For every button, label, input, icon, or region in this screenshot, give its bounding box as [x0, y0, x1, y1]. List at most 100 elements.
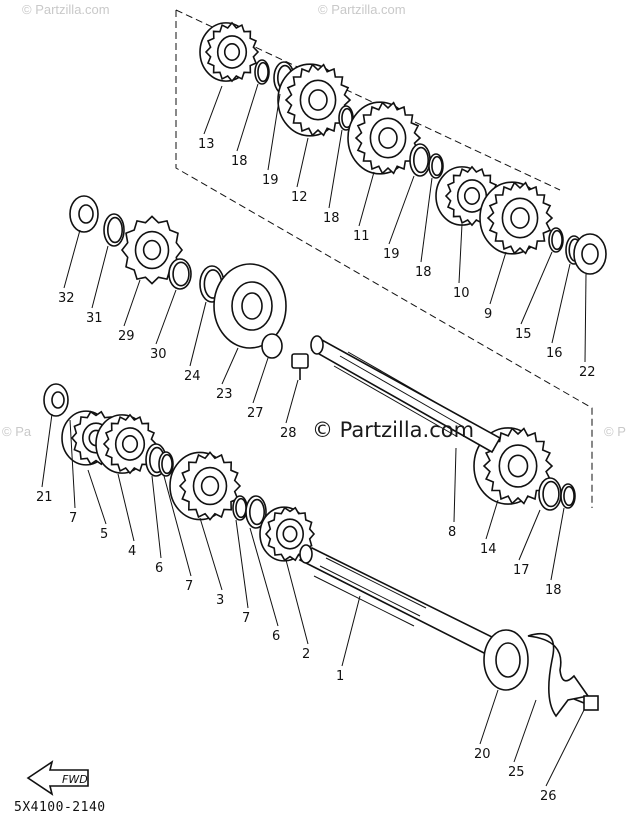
- watermark-side-left: © Pa: [2, 424, 32, 439]
- bearing-21: [43, 383, 69, 417]
- leader-8: [453, 447, 457, 523]
- leader-20: [479, 689, 499, 745]
- gear-12: [277, 63, 352, 137]
- circlip-7b: [158, 451, 174, 477]
- callout-13: 13: [198, 137, 215, 152]
- leader-18c: [420, 177, 433, 263]
- lock-washer-27: [261, 333, 283, 359]
- callout-18b: 18: [323, 211, 340, 226]
- callout-29: 29: [118, 329, 135, 344]
- bolt-28: [291, 353, 309, 380]
- bearing-23: [213, 263, 287, 349]
- leader-21: [41, 413, 53, 488]
- leader-4: [117, 473, 135, 542]
- callout-23: 23: [216, 387, 233, 402]
- callout-labels: 1318191218111918109151622323129302423272…: [36, 137, 596, 804]
- main-axle-gear-set: [61, 410, 316, 562]
- leader-31: [91, 245, 109, 309]
- bearing-retainer-plate-25: [527, 632, 590, 718]
- callout-18d: 18: [545, 583, 562, 598]
- leader-11: [358, 171, 375, 227]
- callout-6a: 6: [155, 561, 163, 576]
- fwd-label: FWD: [62, 773, 88, 786]
- callout-9: 9: [484, 307, 492, 322]
- callout-15: 15: [515, 327, 532, 342]
- circlip-18a: [254, 59, 270, 85]
- main-axle-shaft: [298, 544, 500, 658]
- callout-31: 31: [86, 311, 103, 326]
- washer-17: [538, 477, 562, 511]
- callout-11: 11: [353, 229, 370, 244]
- leader-23: [221, 347, 239, 385]
- leader-17: [518, 509, 541, 561]
- leader-10: [458, 223, 463, 284]
- circlip-18c: [428, 153, 444, 179]
- callout-20: 20: [474, 747, 491, 762]
- leader-18a: [236, 83, 259, 152]
- gear-3: [169, 451, 242, 521]
- leader-9: [489, 251, 507, 305]
- diagram-code: 5X4100-2140: [14, 800, 106, 815]
- collar-15: [548, 227, 564, 253]
- callout-27: 27: [247, 406, 264, 421]
- drive-axle-shaft: [310, 335, 502, 454]
- leader-28: [285, 379, 299, 424]
- callout-2: 2: [302, 647, 310, 662]
- leader-24: [189, 301, 207, 367]
- callout-7c: 7: [242, 611, 250, 626]
- callout-19a: 19: [262, 173, 279, 188]
- leader-12: [296, 137, 309, 188]
- leader-30: [155, 289, 177, 345]
- callout-5: 5: [100, 527, 108, 542]
- gear-11: [347, 101, 422, 175]
- leader-14: [485, 499, 499, 540]
- leader-19a: [267, 93, 281, 171]
- callout-1: 1: [336, 669, 344, 684]
- sprocket-29: [120, 215, 184, 285]
- leader-7c: [235, 519, 249, 609]
- bolt-26: [573, 695, 599, 711]
- callout-26: 26: [540, 789, 557, 804]
- leader-2: [285, 559, 309, 645]
- callout-4: 4: [128, 544, 136, 559]
- washer-6b: [245, 495, 267, 529]
- collar-30: [168, 258, 192, 290]
- leader-18b: [328, 129, 343, 209]
- watermark-top-right: © Partzilla.com: [318, 2, 406, 17]
- fwd-arrow-icon: FWD: [26, 760, 89, 796]
- bearing-22: [573, 233, 607, 275]
- leader-13: [203, 85, 223, 135]
- callout-22: 22: [579, 365, 596, 380]
- circlip-7c: [232, 495, 248, 521]
- leader-19b: [388, 175, 415, 245]
- callout-6b: 6: [272, 629, 280, 644]
- leader-26: [545, 709, 585, 787]
- callout-30: 30: [150, 347, 167, 362]
- leader-7a: [69, 419, 76, 509]
- watermark-center: © Partzilla.com: [312, 418, 475, 442]
- callout-14: 14: [480, 542, 497, 557]
- leader-7b: [163, 475, 192, 577]
- bearing-32: [69, 195, 99, 233]
- watermark-side-right: © P: [604, 424, 626, 439]
- callout-18a: 18: [231, 154, 248, 169]
- callout-12: 12: [291, 190, 308, 205]
- callout-10: 10: [453, 286, 470, 301]
- callout-3: 3: [216, 593, 224, 608]
- callout-21: 21: [36, 490, 53, 505]
- callout-16: 16: [546, 346, 563, 361]
- callout-32: 32: [58, 291, 75, 306]
- callout-28: 28: [280, 426, 297, 441]
- callout-leaders: [41, 83, 587, 787]
- leader-15: [520, 251, 553, 325]
- leader-29: [123, 279, 141, 327]
- gear-13: [199, 21, 260, 83]
- leader-3: [199, 517, 223, 591]
- callout-17: 17: [513, 563, 530, 578]
- leader-18d: [550, 507, 565, 581]
- gear-9: [479, 181, 554, 255]
- callout-8: 8: [448, 525, 456, 540]
- gear-2: [259, 506, 316, 562]
- oil-seal-31: [103, 213, 125, 247]
